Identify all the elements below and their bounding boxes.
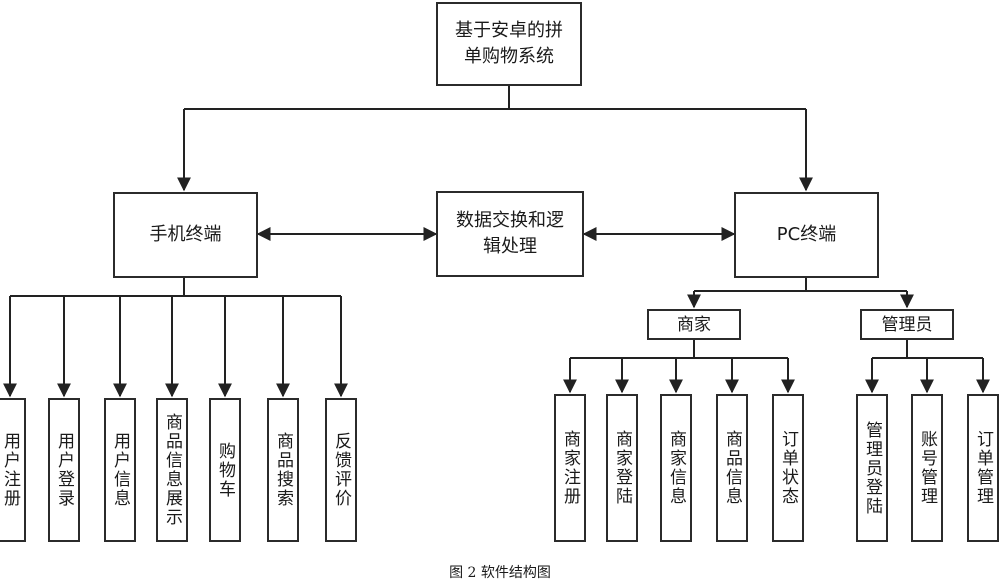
figure-caption: 图 2 软件结构图 xyxy=(449,565,551,581)
data-exchange-label: 数据交换和逻 辑处理 xyxy=(456,210,564,257)
feature-node-merchant-register: 商家注册 xyxy=(554,394,586,542)
merchant-label: 商家 xyxy=(677,314,711,335)
feature-label: 商品信息 xyxy=(722,430,742,506)
pc-terminal-node: PC终端 xyxy=(734,192,879,278)
feature-label: 用户注册 xyxy=(0,432,20,508)
feature-node-order-status: 订单状态 xyxy=(772,394,804,542)
feature-label: 反馈评价 xyxy=(331,432,351,508)
mobile-terminal-node: 手机终端 xyxy=(113,192,258,278)
feature-node-user-login: 用户登录 xyxy=(48,398,80,542)
feature-node-cart: 购物车 xyxy=(209,398,241,542)
feature-node-user-register: 用户注册 xyxy=(0,398,26,542)
feature-label: 管理员登陆 xyxy=(862,420,882,516)
feature-node-user-info: 用户信息 xyxy=(104,398,136,542)
feature-node-merchant-info: 商家信息 xyxy=(660,394,692,542)
feature-label: 商品搜索 xyxy=(273,432,293,508)
merchant-node: 商家 xyxy=(647,309,741,340)
feature-node-admin-login: 管理员登陆 xyxy=(856,394,888,542)
feature-label: 订单状态 xyxy=(778,430,798,506)
feature-node-order-management: 订单管理 xyxy=(967,394,999,542)
feature-label: 商家信息 xyxy=(666,430,686,506)
mobile-terminal-label: 手机终端 xyxy=(149,224,222,245)
root-label: 基于安卓的拼 单购物系统 xyxy=(455,20,563,67)
admin-label: 管理员 xyxy=(881,314,933,335)
root-node: 基于安卓的拼 单购物系统 xyxy=(436,2,582,86)
pc-terminal-label: PC终端 xyxy=(776,224,837,245)
feature-label: 商家登陆 xyxy=(612,430,632,506)
feature-node-product-display: 商品信息展示 xyxy=(156,398,188,542)
feature-node-account-management: 账号管理 xyxy=(911,394,943,542)
feature-label: 订单管理 xyxy=(973,430,993,506)
feature-node-product-info: 商品信息 xyxy=(716,394,748,542)
data-exchange-node: 数据交换和逻 辑处理 xyxy=(436,191,584,277)
feature-node-product-search: 商品搜索 xyxy=(267,398,299,542)
feature-label: 用户信息 xyxy=(110,432,130,508)
feature-label: 用户登录 xyxy=(54,432,74,508)
feature-node-feedback: 反馈评价 xyxy=(325,398,357,542)
feature-label: 商品信息展示 xyxy=(162,413,182,527)
feature-label: 账号管理 xyxy=(917,430,937,506)
feature-label: 购物车 xyxy=(215,441,235,499)
feature-label: 商家注册 xyxy=(560,430,580,506)
feature-node-merchant-login: 商家登陆 xyxy=(606,394,638,542)
admin-node: 管理员 xyxy=(860,309,954,340)
